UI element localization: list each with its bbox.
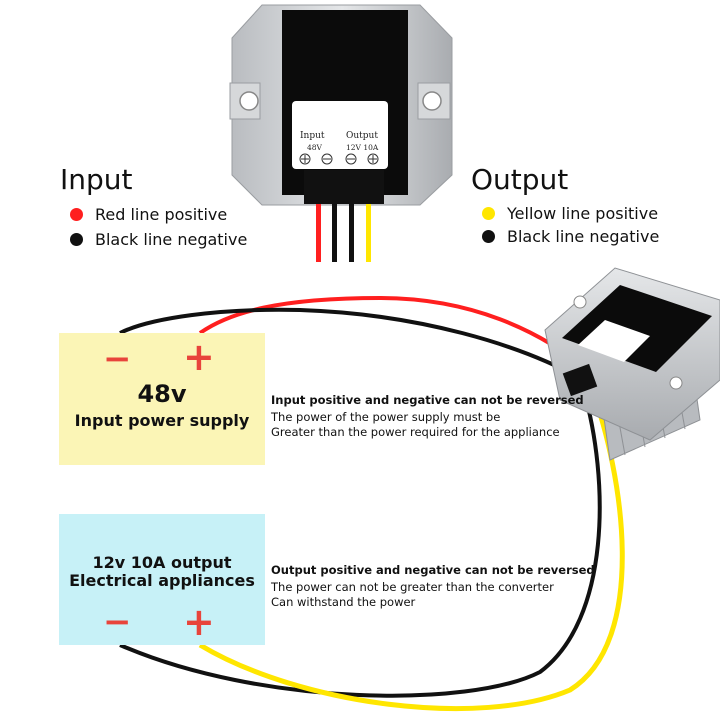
module-output-value: 12V 10A <box>346 143 379 152</box>
legend-text: Red line positive <box>95 205 228 224</box>
red-input-wire <box>198 295 592 374</box>
yellow-output-wire <box>198 389 625 712</box>
input-legend-title: Input <box>60 163 133 196</box>
input-legend-item-black: Black line negative <box>70 230 247 249</box>
output-note-line1: The power can not be greater than the co… <box>271 580 554 594</box>
black-input-wire <box>119 307 581 380</box>
module-input-value: 48V <box>307 143 322 152</box>
mount-hole-left <box>239 91 259 111</box>
output-note-line2: Can withstand the power <box>271 595 416 609</box>
side-module-label <box>578 320 650 362</box>
black-output-wire <box>119 387 602 698</box>
input-legend-item-red: Red line positive <box>70 205 227 224</box>
legend-text: Black line negative <box>507 227 660 246</box>
output-note-heading: Output positive and negative can not be … <box>271 563 595 577</box>
legend-text: Yellow line positive <box>507 204 659 223</box>
minus-icon: − <box>103 339 132 379</box>
plus-icon: + <box>183 600 215 644</box>
module-output-title: Output <box>346 131 378 141</box>
black-dot-icon <box>70 233 83 246</box>
input-note-heading: Input positive and negative can not be r… <box>271 393 584 407</box>
mount-hole-right <box>422 91 442 111</box>
input-power-supply-box: − + 48v Input power supply <box>59 333 265 465</box>
output-legend-item-black: Black line negative <box>482 227 659 246</box>
input-note-line2: Greater than the power required for the … <box>271 425 560 439</box>
output-box-line1: 12v 10A output <box>92 553 232 572</box>
minus-icon: − <box>103 602 132 642</box>
output-legend-item-yellow: Yellow line positive <box>482 204 658 223</box>
yellow-dot-icon <box>482 207 495 220</box>
output-box-line2: Electrical appliances <box>69 571 255 590</box>
output-appliance-box: 12v 10A output Electrical appliances − + <box>59 514 265 645</box>
red-dot-icon <box>70 208 83 221</box>
input-note-line1: The power of the power supply must be <box>271 410 501 424</box>
plus-icon: + <box>183 335 215 379</box>
input-voltage: 48v <box>137 380 187 408</box>
legend-text: Black line negative <box>95 230 248 249</box>
module-label <box>292 101 388 169</box>
input-box-label: Input power supply <box>74 411 250 430</box>
module-input-title: Input <box>300 131 325 141</box>
output-legend-title: Output <box>471 163 569 196</box>
black-dot-icon <box>482 230 495 243</box>
